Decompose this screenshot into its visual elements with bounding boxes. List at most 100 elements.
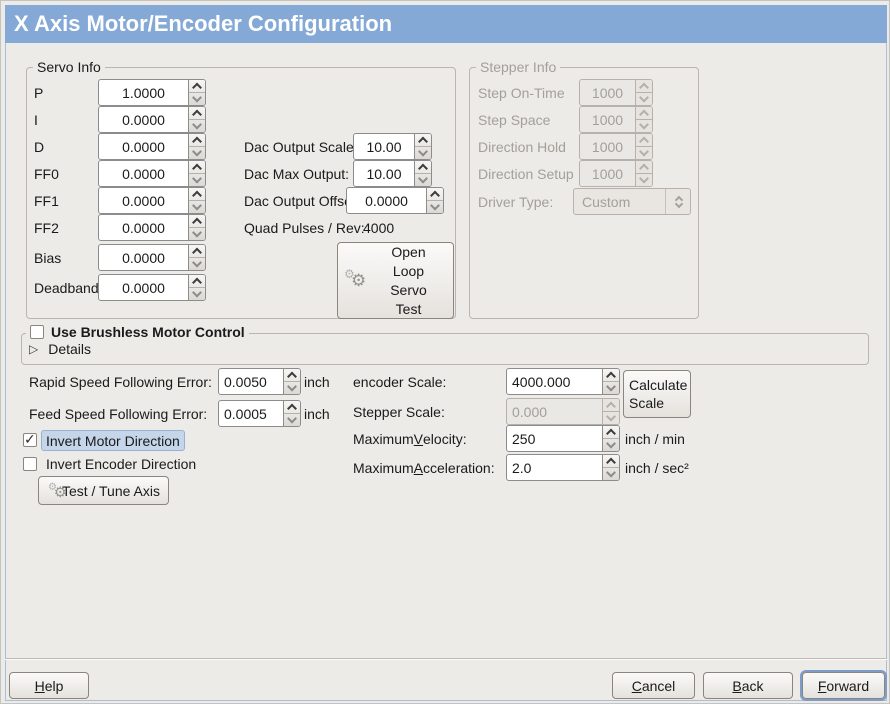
rapid-following-error-label: Rapid Speed Following Error: <box>29 373 212 390</box>
encoder-scale-value[interactable]: 4000.000 <box>512 373 571 390</box>
open-loop-servo-test-button[interactable]: ⚙⚙ Open Loop Servo Test <box>337 242 454 319</box>
spin-down-icon[interactable] <box>189 287 205 300</box>
encoder-scale-spinbox[interactable]: 4000.000 <box>506 368 620 395</box>
direction-hold-label: Direction Hold <box>478 138 566 155</box>
spin-up-icon[interactable] <box>189 107 205 119</box>
spin-buttons[interactable] <box>188 215 205 240</box>
test-tune-axis-button[interactable]: ⚙⚙ Test / Tune Axis <box>38 476 169 505</box>
spin-up-icon[interactable] <box>189 245 205 257</box>
spin-up-icon[interactable] <box>603 455 619 467</box>
ff1-label: FF1 <box>34 192 59 209</box>
details-expander[interactable]: ▷ Details <box>29 341 91 357</box>
feed-following-error-value[interactable]: 0.0005 <box>224 405 267 422</box>
spin-down-icon[interactable] <box>603 438 619 451</box>
ff0-value[interactable]: 0.0000 <box>122 165 165 182</box>
spin-buttons[interactable] <box>188 80 205 105</box>
invert-encoder-checkbox[interactable] <box>23 457 37 471</box>
dac-output-scale-value[interactable]: 10.00 <box>366 138 402 155</box>
spin-down-icon[interactable] <box>189 257 205 270</box>
invert-encoder-label[interactable]: Invert Encoder Direction <box>46 455 197 472</box>
spin-down-icon[interactable] <box>415 146 431 159</box>
spin-down-icon[interactable] <box>189 173 205 186</box>
spin-up-icon[interactable] <box>415 161 431 173</box>
spin-up-icon[interactable] <box>189 80 205 92</box>
bias-spinbox[interactable]: 0.0000 <box>98 244 206 271</box>
d-value[interactable]: 0.0000 <box>122 138 165 155</box>
spin-buttons[interactable] <box>188 245 205 270</box>
p-value[interactable]: 1.0000 <box>122 84 165 101</box>
spin-down-icon[interactable] <box>415 173 431 186</box>
spin-up-icon[interactable] <box>189 134 205 146</box>
dac-output-offset-value[interactable]: 0.0000 <box>365 192 408 209</box>
ff2-spinbox[interactable]: 0.0000 <box>98 214 206 241</box>
max-acceleration-value[interactable]: 2.0 <box>512 459 532 476</box>
spin-down-icon[interactable] <box>189 119 205 132</box>
spin-up-icon[interactable] <box>603 426 619 438</box>
use-brushless-label: Use Brushless Motor Control <box>51 324 245 340</box>
ff1-spinbox[interactable]: 0.0000 <box>98 187 206 214</box>
spin-buttons[interactable] <box>188 161 205 186</box>
feed-following-error-spinbox[interactable]: 0.0005 <box>218 400 301 427</box>
ff2-value[interactable]: 0.0000 <box>122 219 165 236</box>
spin-up-icon[interactable] <box>603 369 619 381</box>
i-value[interactable]: 0.0000 <box>122 111 165 128</box>
spin-buttons[interactable] <box>188 275 205 300</box>
spin-down-icon[interactable] <box>189 227 205 240</box>
dac-output-offset-spinbox[interactable]: 0.0000 <box>346 187 444 214</box>
deadband-spinbox[interactable]: 0.0000 <box>98 274 206 301</box>
deadband-value[interactable]: 0.0000 <box>122 279 165 296</box>
spin-buttons[interactable] <box>414 134 431 159</box>
rapid-following-error-value[interactable]: 0.0050 <box>224 373 267 390</box>
spin-down-icon[interactable] <box>189 146 205 159</box>
p-spinbox[interactable]: 1.0000 <box>98 79 206 106</box>
spin-up-icon[interactable] <box>189 275 205 287</box>
spin-down-icon[interactable] <box>284 381 300 394</box>
spin-up-icon[interactable] <box>189 215 205 227</box>
invert-motor-checkbox[interactable] <box>23 431 37 448</box>
spin-down-icon[interactable] <box>189 92 205 105</box>
spin-buttons[interactable] <box>602 455 619 480</box>
spin-buttons[interactable] <box>188 188 205 213</box>
spin-buttons[interactable] <box>283 401 300 426</box>
spin-up-icon[interactable] <box>189 188 205 200</box>
spin-down-icon[interactable] <box>427 200 443 213</box>
invert-motor-label[interactable]: Invert Motor Direction <box>41 430 185 451</box>
dac-output-scale-spinbox[interactable]: 10.00 <box>353 133 432 160</box>
spin-up-icon[interactable] <box>415 134 431 146</box>
ff0-spinbox[interactable]: 0.0000 <box>98 160 206 187</box>
calculate-scale-button[interactable]: Calculate Scale <box>623 370 691 418</box>
spin-up-icon[interactable] <box>284 369 300 381</box>
spin-down-icon[interactable] <box>603 467 619 480</box>
d-spinbox[interactable]: 0.0000 <box>98 133 206 160</box>
dac-max-output-spinbox[interactable]: 10.00 <box>353 160 432 187</box>
spin-down-icon[interactable] <box>603 381 619 394</box>
ff1-value[interactable]: 0.0000 <box>122 192 165 209</box>
bias-value[interactable]: 0.0000 <box>122 249 165 266</box>
spin-buttons[interactable] <box>188 134 205 159</box>
spin-buttons[interactable] <box>414 161 431 186</box>
max-velocity-value[interactable]: 250 <box>512 430 536 447</box>
spin-up-icon[interactable] <box>284 401 300 413</box>
spin-buttons[interactable] <box>426 188 443 213</box>
spin-buttons[interactable] <box>283 369 300 394</box>
spin-buttons[interactable] <box>602 426 619 451</box>
spin-down-icon[interactable] <box>284 413 300 426</box>
i-spinbox[interactable]: 0.0000 <box>98 106 206 133</box>
dac-max-output-value[interactable]: 10.00 <box>366 165 402 182</box>
spin-buttons[interactable] <box>188 107 205 132</box>
use-brushless-checkbox[interactable] <box>30 325 44 339</box>
spin-up-icon[interactable] <box>427 188 443 200</box>
expander-arrow-icon[interactable]: ▷ <box>29 342 39 356</box>
max-acceleration-spinbox[interactable]: 2.0 <box>506 454 620 481</box>
spin-up-icon[interactable] <box>189 161 205 173</box>
spin-down-icon[interactable] <box>189 200 205 213</box>
rapid-following-error-spinbox[interactable]: 0.0050 <box>218 368 301 395</box>
step-space-spinbox: 1000 <box>579 106 653 133</box>
spin-buttons <box>635 161 652 186</box>
max-velocity-spinbox[interactable]: 250 <box>506 425 620 452</box>
spin-buttons[interactable] <box>602 369 619 394</box>
